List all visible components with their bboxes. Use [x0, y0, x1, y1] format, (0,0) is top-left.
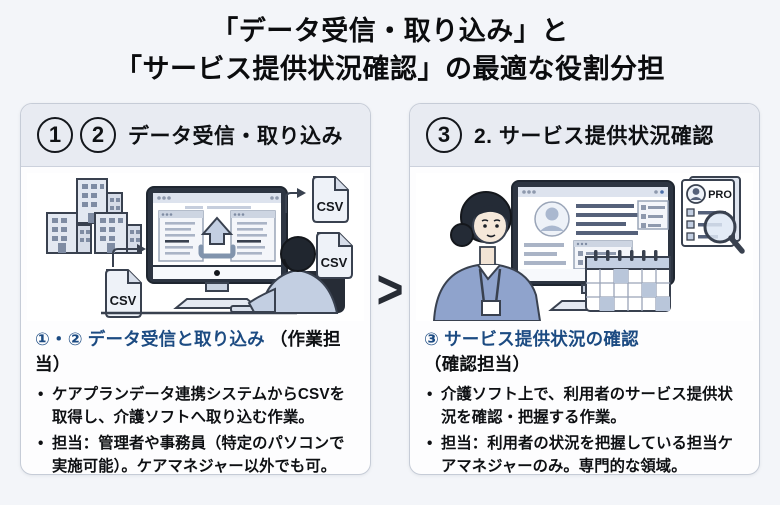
- service-check-illustration-svg: PRO: [432, 175, 745, 321]
- service-check-bullet-1: 介護ソフト上で、利用者のサービス提供状況を確認・把握する作業。: [426, 383, 747, 430]
- service-check-bullets: 介護ソフト上で、利用者のサービス提供状況を確認・把握する作業。 担当：利用者の状…: [410, 383, 759, 474]
- step-3-badge: 3: [426, 116, 462, 153]
- step-2-badge: 2: [80, 116, 116, 153]
- service-check-subheading: ③ サービス提供状況の確認 （確認担当）: [410, 321, 759, 376]
- panel-data-import-header: 1 2 データ受信・取り込み: [21, 103, 370, 167]
- panel-separator: >: [371, 103, 409, 475]
- upload-icon: [198, 216, 235, 259]
- service-check-bullet-2: 担当：利用者の状況を把握している担当ケアマネジャーのみ。専門的な領域。: [426, 432, 747, 474]
- chevron-right-icon: >: [376, 257, 404, 320]
- data-import-bullet-2: 担当：管理者や事務員（特定のパソコンで実施可能）。ケアマネジャー以外でも可。: [37, 432, 358, 474]
- page-title-line1: 「データ受信・取り込み」と: [211, 16, 569, 46]
- arrow-csv-to-monitor: [111, 243, 146, 267]
- panel-service-check-title: 2. サービス提供状況確認: [474, 124, 714, 148]
- data-import-subheading-accent: ①・② データ受信と取り込み: [35, 328, 265, 349]
- data-import-illustration: CSV: [27, 172, 364, 321]
- panel-service-check-header: 3 2. サービス提供状況確認: [410, 103, 759, 167]
- csv-label-3: CSV: [320, 255, 347, 270]
- service-check-subheading-role: （確認担当）: [424, 353, 531, 374]
- panel-data-import-title: データ受信・取り込み: [128, 124, 343, 148]
- data-import-bullets: ケアプランデータ連携システムからCSVを取得し、介護ソフトへ取り込む作業。 担当…: [21, 383, 370, 474]
- calendar-icon: [584, 249, 671, 312]
- csv-label-2: CSV: [316, 199, 343, 214]
- pro-label: PRO: [708, 189, 732, 201]
- panel-service-check: 3 2. サービス提供状況確認: [409, 102, 760, 475]
- panel-data-import: 1 2 データ受信・取り込み: [20, 102, 371, 475]
- care-manager-person-icon: [432, 190, 541, 321]
- page-title-line2: 「サービス提供状況確認」の最適な役割分担: [115, 53, 665, 84]
- worker-person-icon: [229, 235, 345, 314]
- csv-file-out2-icon: CSV: [315, 231, 353, 279]
- upload-monitor-icon: [145, 185, 288, 309]
- page-title: 「データ受信・取り込み」と 「サービス提供状況確認」の最適な役割分担: [0, 0, 780, 89]
- data-import-subheading: ①・② データ受信と取り込み （作業担当）: [21, 321, 370, 376]
- csv-label-1: CSV: [109, 293, 136, 308]
- data-import-bullet-1: ケアプランデータ連携システムからCSVを取得し、介護ソフトへ取り込む作業。: [37, 383, 358, 430]
- csv-file-source-icon: CSV: [104, 268, 142, 318]
- buildings-icon: [45, 177, 142, 254]
- service-check-subheading-accent: ③ サービス提供状況の確認: [424, 328, 639, 349]
- panels-container: 1 2 データ受信・取り込み: [20, 102, 760, 475]
- data-import-subheading-role: （作業担当）: [35, 328, 341, 374]
- service-check-illustration: PRO: [416, 172, 753, 321]
- magnifier-icon: [703, 210, 745, 254]
- step-1-badge: 1: [37, 116, 73, 153]
- pro-document-icon: PRO: [680, 175, 745, 254]
- csv-file-out1-icon: CSV: [311, 175, 349, 223]
- arrow-monitor-to-csv: [284, 187, 306, 213]
- data-import-illustration-svg: CSV: [45, 175, 353, 318]
